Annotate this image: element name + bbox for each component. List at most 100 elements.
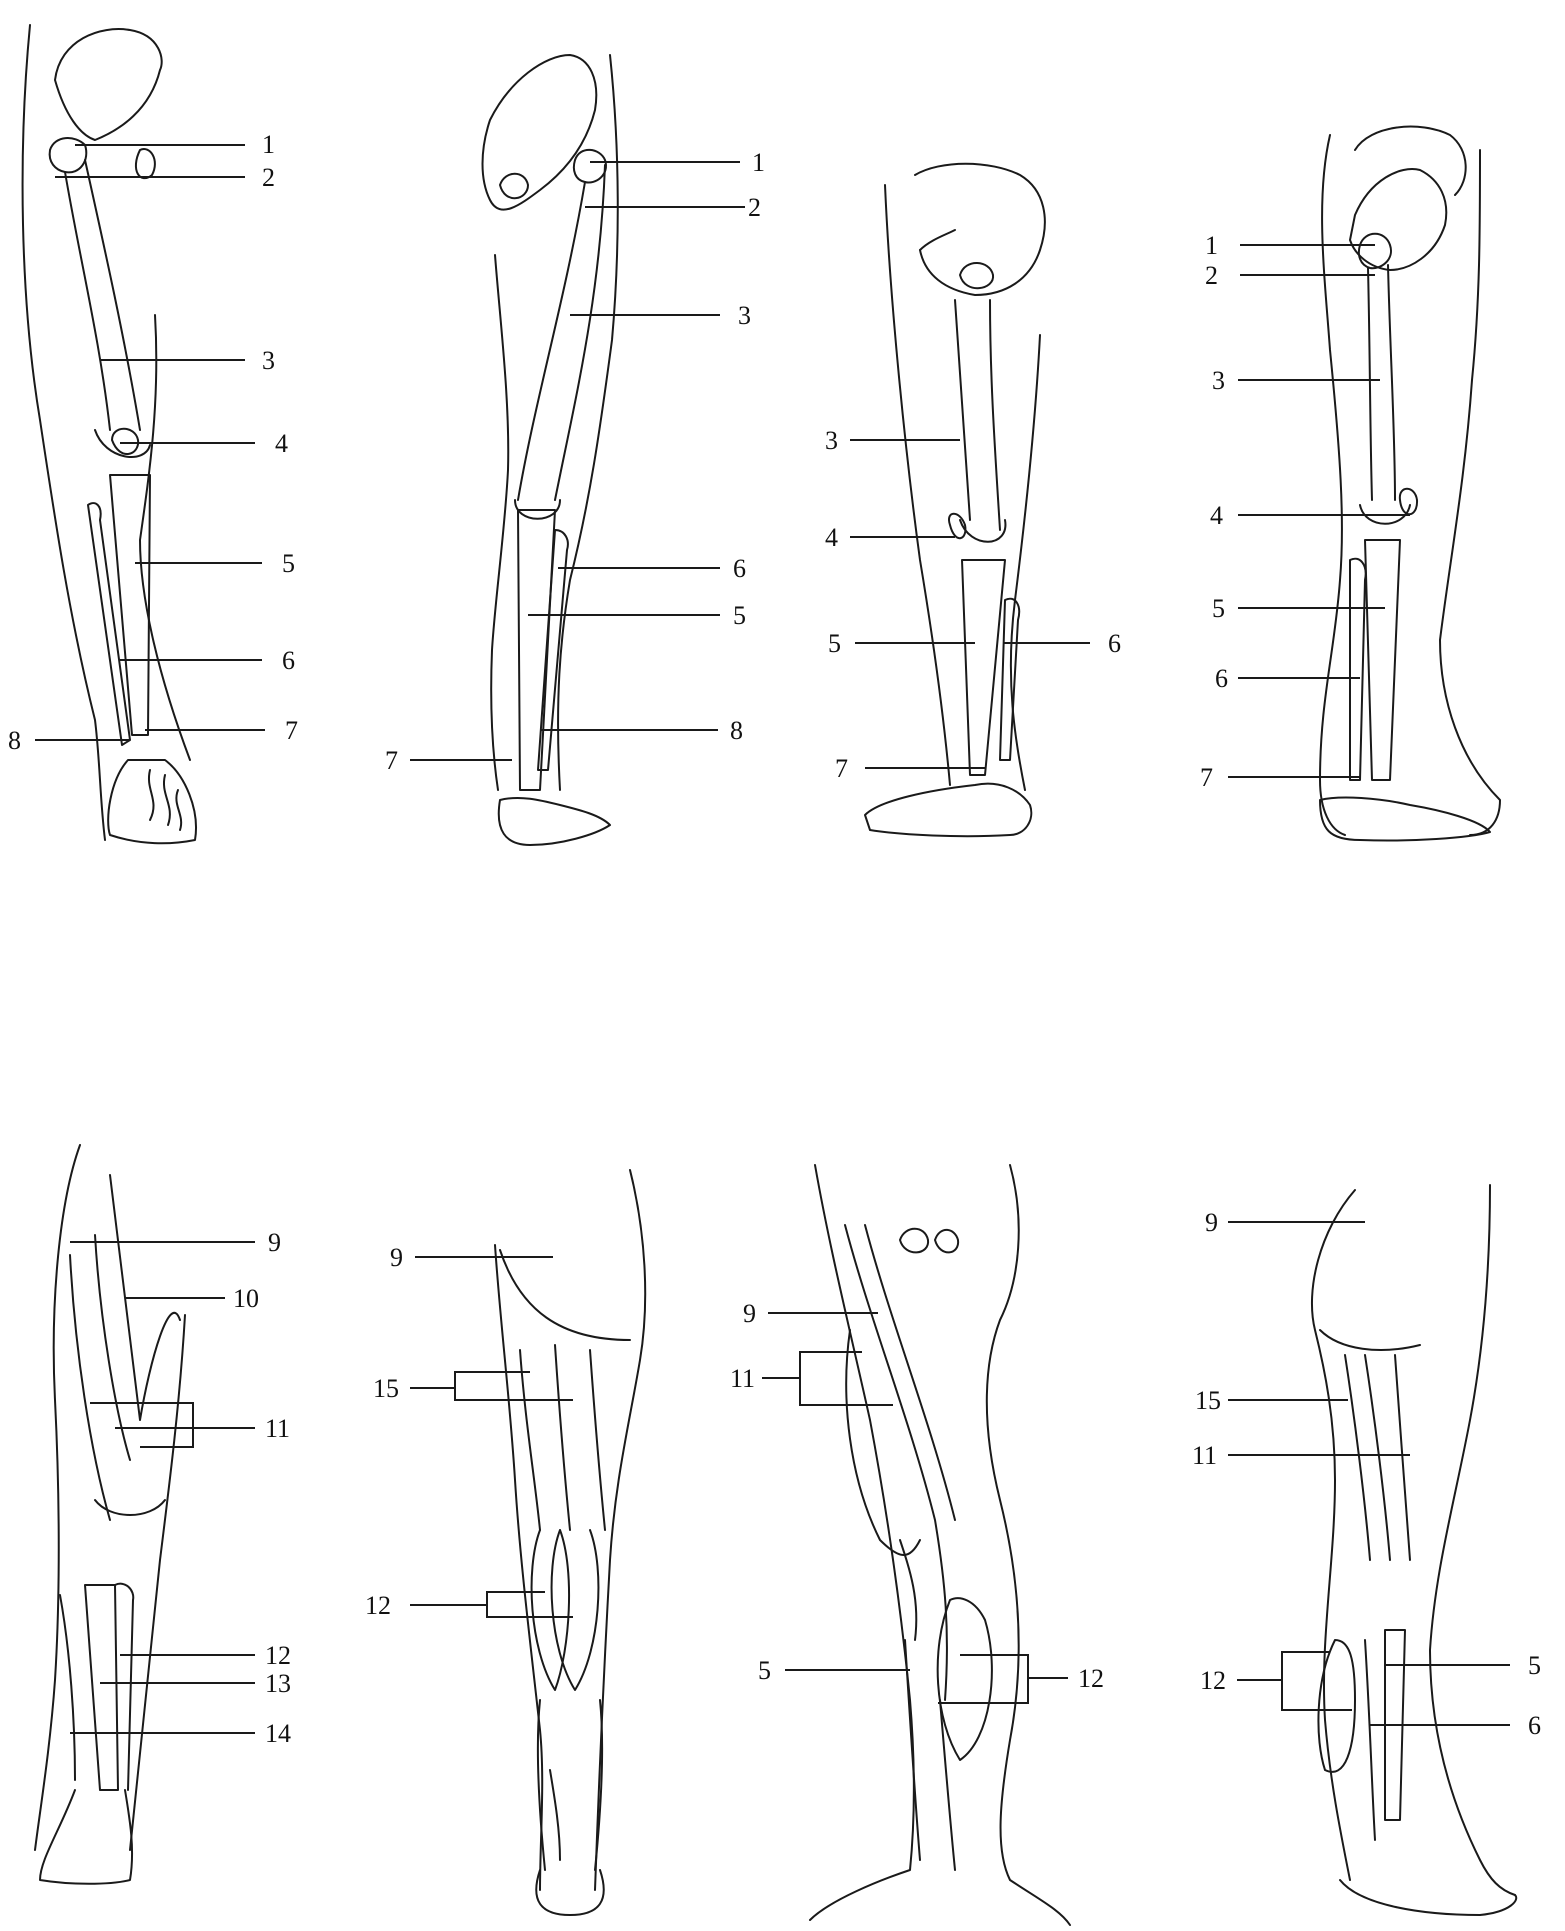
panel-skeleton-posterior bbox=[483, 55, 618, 845]
label-7: 7 bbox=[385, 746, 398, 775]
label-5: 5 bbox=[282, 549, 295, 578]
bracket bbox=[1282, 1652, 1352, 1710]
foot-outline bbox=[1340, 1880, 1516, 1915]
skin-outline bbox=[1011, 335, 1040, 790]
label-12: 12 bbox=[365, 1591, 391, 1620]
label-4: 4 bbox=[825, 523, 838, 552]
label-3: 3 bbox=[262, 346, 275, 375]
skin-outline bbox=[595, 1170, 645, 1890]
label-6: 6 bbox=[1528, 1711, 1541, 1740]
skin-outline bbox=[1430, 1185, 1515, 1895]
pelvis-outline bbox=[915, 164, 1045, 295]
tibia bbox=[962, 560, 1005, 775]
foot-outline bbox=[536, 1870, 604, 1915]
pelvis-outline bbox=[55, 29, 162, 140]
iliotibial-band bbox=[1345, 1355, 1410, 1560]
label-5: 5 bbox=[1212, 594, 1225, 623]
label-6: 6 bbox=[282, 646, 295, 675]
label-12: 12 bbox=[1200, 1666, 1226, 1695]
label-11: 11 bbox=[1192, 1441, 1217, 1470]
panel-skeleton-lateral bbox=[1320, 127, 1500, 841]
obturator-foramen bbox=[500, 174, 528, 198]
foot-bones bbox=[1320, 798, 1490, 841]
label-5: 5 bbox=[828, 629, 841, 658]
skin-outline bbox=[1320, 135, 1345, 835]
skin-outline bbox=[987, 1165, 1070, 1925]
label-1: 1 bbox=[1205, 231, 1218, 260]
achilles-tendon bbox=[538, 1700, 602, 1870]
vastus bbox=[70, 1235, 130, 1520]
foot-bones bbox=[865, 784, 1031, 836]
femur-shaft bbox=[955, 300, 1000, 530]
obturator-foramen bbox=[960, 263, 993, 288]
gluteal-fold bbox=[500, 1250, 630, 1340]
hamstrings bbox=[520, 1345, 605, 1530]
label-2: 2 bbox=[748, 193, 761, 222]
skin-outline bbox=[35, 1145, 80, 1850]
pelvis-foramen bbox=[900, 1229, 958, 1253]
label-7: 7 bbox=[285, 716, 298, 745]
foot-outline bbox=[40, 1790, 132, 1884]
label-5: 5 bbox=[758, 1656, 771, 1685]
label-1: 1 bbox=[752, 148, 765, 177]
panel-skeleton-medial bbox=[865, 164, 1045, 836]
femur-head bbox=[1359, 234, 1391, 269]
fibula bbox=[88, 503, 130, 745]
number-labels: 1 2 3 4 5 6 7 8 1 2 3 6 5 7 8 3 4 5 6 7 … bbox=[8, 130, 1541, 1748]
leader-lines bbox=[35, 145, 1510, 1733]
gastrocnemius bbox=[532, 1530, 599, 1690]
sartorius bbox=[845, 1225, 955, 1700]
femur-head bbox=[50, 138, 87, 172]
label-10: 10 bbox=[233, 1284, 259, 1313]
label-8: 8 bbox=[8, 726, 21, 755]
label-9: 9 bbox=[390, 1243, 403, 1272]
label-9: 9 bbox=[268, 1228, 281, 1257]
pelvis-rim bbox=[920, 230, 955, 250]
label-9: 9 bbox=[1205, 1208, 1218, 1237]
panel-skeleton-anterior bbox=[23, 25, 196, 843]
skin-outline bbox=[495, 1245, 542, 1890]
femur-head bbox=[574, 150, 606, 183]
label-11: 11 bbox=[730, 1364, 755, 1393]
label-7: 7 bbox=[835, 754, 848, 783]
label-15: 15 bbox=[1195, 1386, 1221, 1415]
label-9: 9 bbox=[743, 1299, 756, 1328]
femur-shaft bbox=[518, 165, 605, 500]
patella bbox=[112, 429, 138, 454]
femur-shaft bbox=[65, 160, 140, 430]
bracket bbox=[938, 1655, 1028, 1703]
skin-outline bbox=[491, 255, 508, 790]
label-12: 12 bbox=[265, 1641, 291, 1670]
bracket bbox=[455, 1372, 573, 1400]
label-14: 14 bbox=[265, 1719, 291, 1748]
skin-outline bbox=[1440, 150, 1500, 835]
gluteus bbox=[1320, 1330, 1420, 1350]
skin-outline bbox=[23, 25, 105, 840]
panel-muscles-medial bbox=[810, 1165, 1070, 1925]
label-2: 2 bbox=[1205, 261, 1218, 290]
label-13: 13 bbox=[265, 1669, 291, 1698]
skin-outline bbox=[885, 185, 950, 785]
skin-outline bbox=[130, 1315, 185, 1850]
tibialis-anterior bbox=[85, 1585, 118, 1790]
panel-muscles-anterior bbox=[35, 1145, 185, 1884]
label-1: 1 bbox=[262, 130, 275, 159]
pelvis-outline bbox=[1350, 169, 1446, 270]
label-3: 3 bbox=[738, 301, 751, 330]
label-7: 7 bbox=[1200, 763, 1213, 792]
label-4: 4 bbox=[1210, 501, 1223, 530]
pelvis-crest bbox=[1355, 127, 1466, 195]
peroneus bbox=[1365, 1630, 1405, 1840]
femur-shaft bbox=[1368, 265, 1395, 500]
label-6: 6 bbox=[733, 554, 746, 583]
obturator-foramen bbox=[136, 149, 155, 178]
extensor-group bbox=[60, 1584, 133, 1790]
label-15: 15 bbox=[373, 1374, 399, 1403]
panel-muscles-posterior bbox=[495, 1170, 645, 1915]
tarsal-detail bbox=[149, 770, 181, 830]
tibia bbox=[1365, 540, 1400, 780]
label-6: 6 bbox=[1108, 629, 1121, 658]
skin-outline bbox=[1312, 1190, 1355, 1880]
panel-muscles-lateral bbox=[1312, 1185, 1516, 1915]
